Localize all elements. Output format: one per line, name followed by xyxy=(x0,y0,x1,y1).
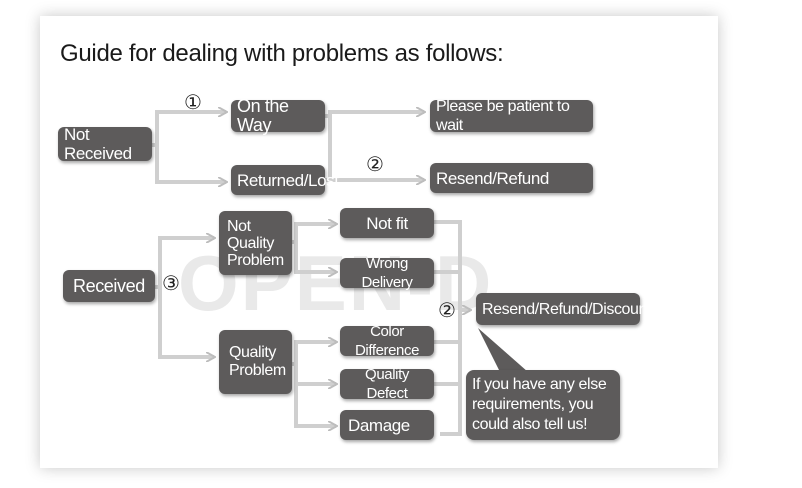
node-resend-refund: Resend/Refund xyxy=(430,163,593,193)
node-please-wait: Please be patient to wait xyxy=(430,98,593,134)
node-color-difference: Color Difference xyxy=(340,323,434,359)
speech-tail xyxy=(478,328,528,372)
marker-2-bottom: ② xyxy=(438,298,456,322)
node-requirements-note: If you have any else requirements, you c… xyxy=(466,370,620,440)
node-received: Received xyxy=(63,270,155,302)
node-returned-lost: Returned/Lost xyxy=(231,165,339,195)
node-on-the-way: On the Way xyxy=(231,97,325,135)
marker-1: ① xyxy=(184,90,202,114)
node-not-fit: Not fit xyxy=(340,208,434,238)
node-resend-refund-discount: Resend/Refund/Discount xyxy=(476,293,651,325)
page-title: Guide for dealing with problems as follo… xyxy=(60,40,504,67)
node-damage: Damage xyxy=(340,410,434,440)
node-quality-problem: Quality Problem xyxy=(219,330,292,394)
node-quality-defect: Quality Defect xyxy=(340,366,434,402)
node-wrong-delivery: Wrong Delivery xyxy=(340,255,434,291)
marker-3: ③ xyxy=(162,271,180,295)
node-not-received: Not Received xyxy=(58,125,152,163)
node-not-quality-problem: Not Quality Problem xyxy=(219,211,292,275)
marker-2-top: ② xyxy=(366,152,384,176)
